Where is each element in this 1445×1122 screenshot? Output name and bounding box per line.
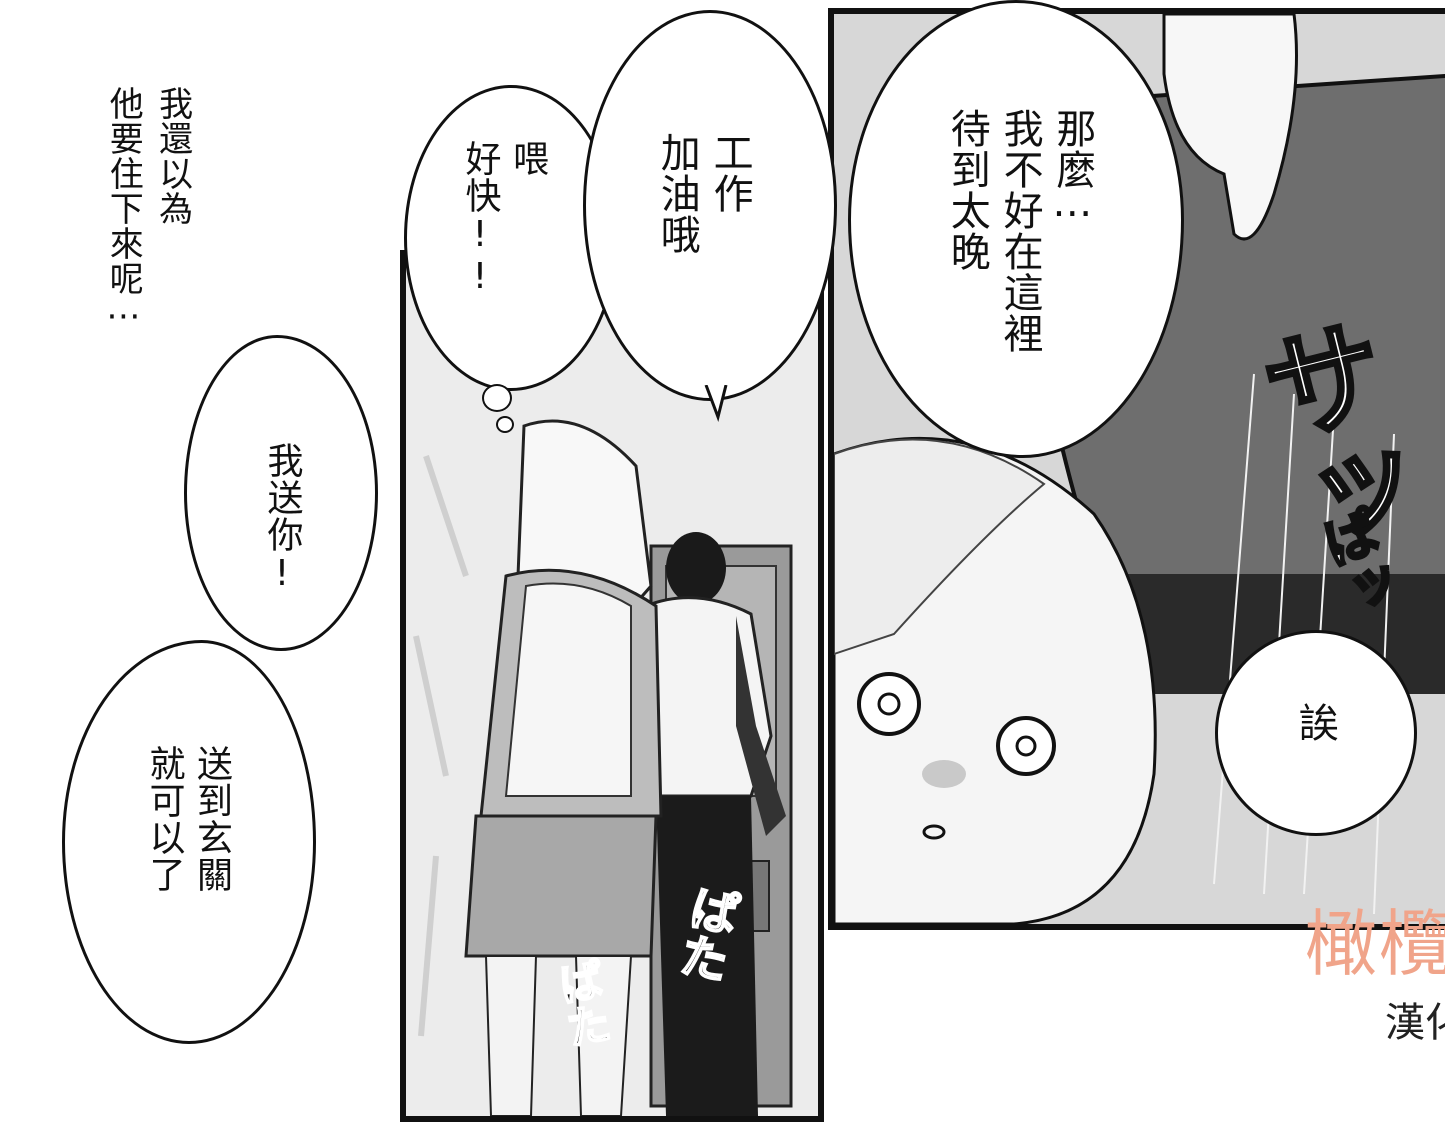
walking-scene-art (406, 256, 818, 1116)
narration-text: 我還以為 他要住下來呢⋯ (103, 86, 193, 337)
speech-bubble-eh (1215, 630, 1417, 836)
bubble-entrance-text: 送到玄關 就可以了 (143, 745, 233, 893)
watermark-title: 橄欖 (1305, 902, 1445, 986)
bubble-late-text: 那麼⋯ 我不好在這裡 待到太晚 (943, 108, 1096, 354)
speech-bubble-entrance (62, 640, 316, 1044)
speech-bubble-offer (184, 335, 378, 651)
thought-dot-small (496, 416, 514, 433)
bubble-work-text: 工作 加油哦 (653, 132, 753, 255)
speech-bubble-work (583, 10, 837, 401)
bubble-offer-text: 我送你! (261, 442, 303, 595)
speech-bubble-work-tail (704, 385, 728, 423)
watermark-sub: 漢化 (1385, 1000, 1445, 1046)
thought-bubble-text: 喂 好快!! (459, 140, 549, 298)
thought-bubble-quick (404, 85, 618, 391)
panel-walking (400, 250, 824, 1122)
thought-dot-large (482, 384, 512, 412)
bubble-eh-text: 誒 (1291, 702, 1338, 743)
speech-bubble-late (848, 0, 1184, 458)
